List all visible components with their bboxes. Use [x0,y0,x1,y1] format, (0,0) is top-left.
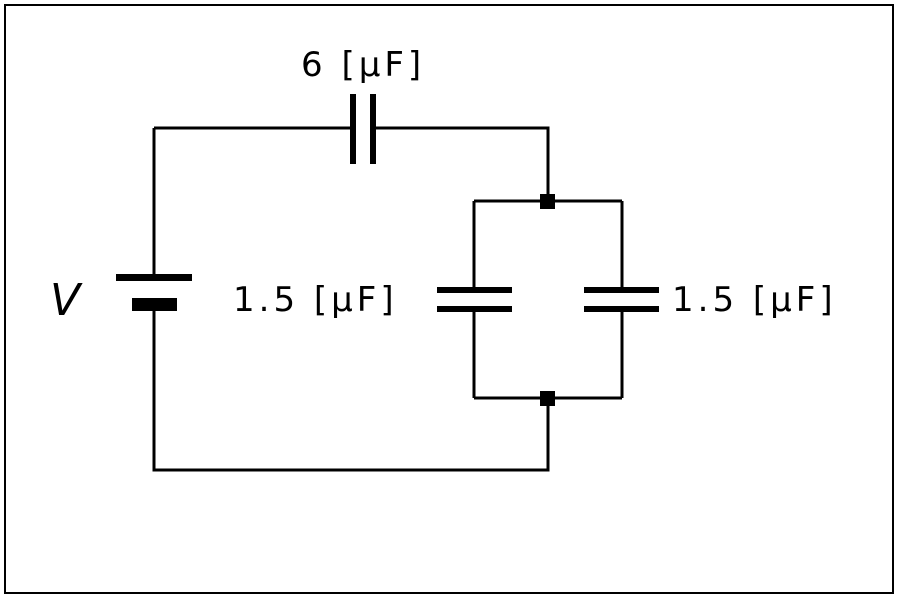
capacitor-left-plate-bottom [437,306,512,312]
diagram-border [4,4,894,594]
junction-top [540,194,555,209]
wire-top-right [376,126,550,201]
capacitor-right-label: 1.5 [μF] [672,280,837,320]
battery [116,274,192,311]
wire-left-lower-bottom [152,305,550,472]
capacitor-top-label: 6 [μF] [301,45,425,85]
capacitor-left-label: 1.5 [μF] [233,280,398,320]
capacitor-top-plate-right [370,94,376,164]
capacitor-right [584,287,659,312]
capacitor-top [350,94,376,164]
junction-bottom [540,391,555,406]
capacitor-top-plate-left [350,94,356,164]
capacitor-left-plate-top [437,287,512,293]
wires [152,126,624,472]
junctions [540,194,555,406]
battery-short-plate [132,298,177,311]
capacitor-left [437,287,512,312]
capacitor-right-plate-top [584,287,659,293]
voltage-label: V [50,275,83,326]
battery-long-plate [116,274,192,281]
capacitor-right-plate-bottom [584,306,659,312]
